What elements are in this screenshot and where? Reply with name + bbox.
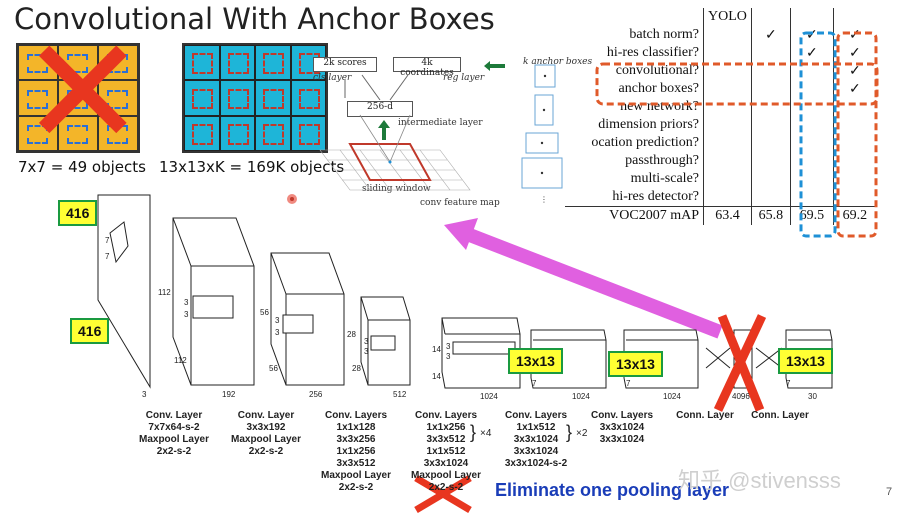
repeat-label: ×2 [576, 428, 588, 439]
dim-label: 1024 [572, 392, 590, 401]
input-size-badge: 416 [70, 318, 110, 344]
dim-label: 4096 [732, 392, 750, 401]
dim-label: 28 [347, 330, 356, 339]
dim-label: 3 [275, 316, 280, 325]
dim-label: 7 [532, 379, 537, 388]
caption-yolo-v1: 7x7 = 49 objects [18, 158, 146, 176]
output-size-badge: 13x13 [608, 351, 663, 377]
dim-label: 56 [260, 308, 269, 317]
dim-label: 7 [786, 379, 791, 388]
brace-icon: } [470, 422, 477, 442]
intermediate-label: intermediate layer [398, 118, 483, 128]
dim-label: 3 [275, 328, 280, 337]
anchor-grid [182, 43, 328, 153]
rpn-diagram: ⋮ [319, 61, 563, 204]
page-number: 7 [886, 486, 893, 498]
dim-label: 3 [142, 390, 147, 399]
dim-label: 7 [105, 252, 110, 261]
cross-out-icon: ✕ [20, 6, 146, 180]
dim-label: 7 [105, 236, 110, 245]
dim-label: 256 [309, 390, 323, 399]
dim-label: 512 [393, 390, 407, 399]
caption-anchor: 13x13xK = 169K objects [159, 158, 345, 176]
table-row: dimension priors? [565, 116, 876, 134]
cls-layer-label: cls layer [313, 73, 352, 83]
output-size-badge: 13x13 [508, 348, 563, 374]
dim-label: 112 [174, 356, 187, 365]
dim-label: 3 [364, 337, 369, 346]
dim-label: 3 [184, 310, 189, 319]
dim-label: 3 [364, 347, 369, 356]
dim-label: 192 [222, 390, 236, 399]
dim-label: 3 [446, 342, 451, 351]
table-row: hi-res detector? [565, 188, 876, 207]
input-size-badge: 416 [58, 200, 98, 226]
dim-label: 56 [269, 364, 278, 373]
dim-label: 30 [808, 392, 817, 401]
intermediate-box: 256-d [347, 101, 413, 117]
yolo-improvements-table: YOLO batch norm?✓✓✓ hi-res classifier?✓✓… [565, 8, 876, 225]
svg-text:⋮: ⋮ [540, 195, 548, 204]
yolo-v1-grid [16, 43, 140, 153]
output-size-badge: 13x13 [778, 348, 833, 374]
rpn-coordinates-box: 4k coordinates [393, 57, 461, 78]
dim-label: 1024 [663, 392, 681, 401]
layer-description: Conn. Layer [751, 410, 809, 421]
dim-label: 14 [432, 372, 441, 381]
table-row: passthrough? [565, 152, 876, 170]
slide-title: Convolutional With Anchor Boxes [14, 2, 495, 36]
table-header: YOLO [703, 8, 752, 26]
table-row: multi-scale? [565, 170, 876, 188]
sliding-window-label: sliding window [362, 184, 431, 194]
repeat-label: ×4 [480, 428, 492, 439]
dim-label: 3 [184, 298, 189, 307]
dim-label: 3 [446, 352, 451, 361]
brace-icon: } [566, 422, 573, 442]
dim-label: 7 [626, 379, 631, 388]
dim-label: 28 [352, 364, 361, 373]
rpn-scores-box: 2k scores [313, 57, 377, 72]
anchor-boxes-label: k anchor boxes [523, 57, 593, 67]
dim-label: 14 [432, 345, 441, 354]
dim-label: 112 [158, 288, 171, 297]
feature-map-label: conv feature map [420, 198, 500, 208]
watermark: 知乎 @stivensss [678, 468, 841, 493]
reg-layer-label: reg layer [443, 73, 485, 83]
eliminate-pooling-text: Eliminate one pooling layer [495, 480, 730, 500]
layer-description: Conn. Layer [676, 410, 734, 421]
dim-label: 1024 [480, 392, 498, 401]
